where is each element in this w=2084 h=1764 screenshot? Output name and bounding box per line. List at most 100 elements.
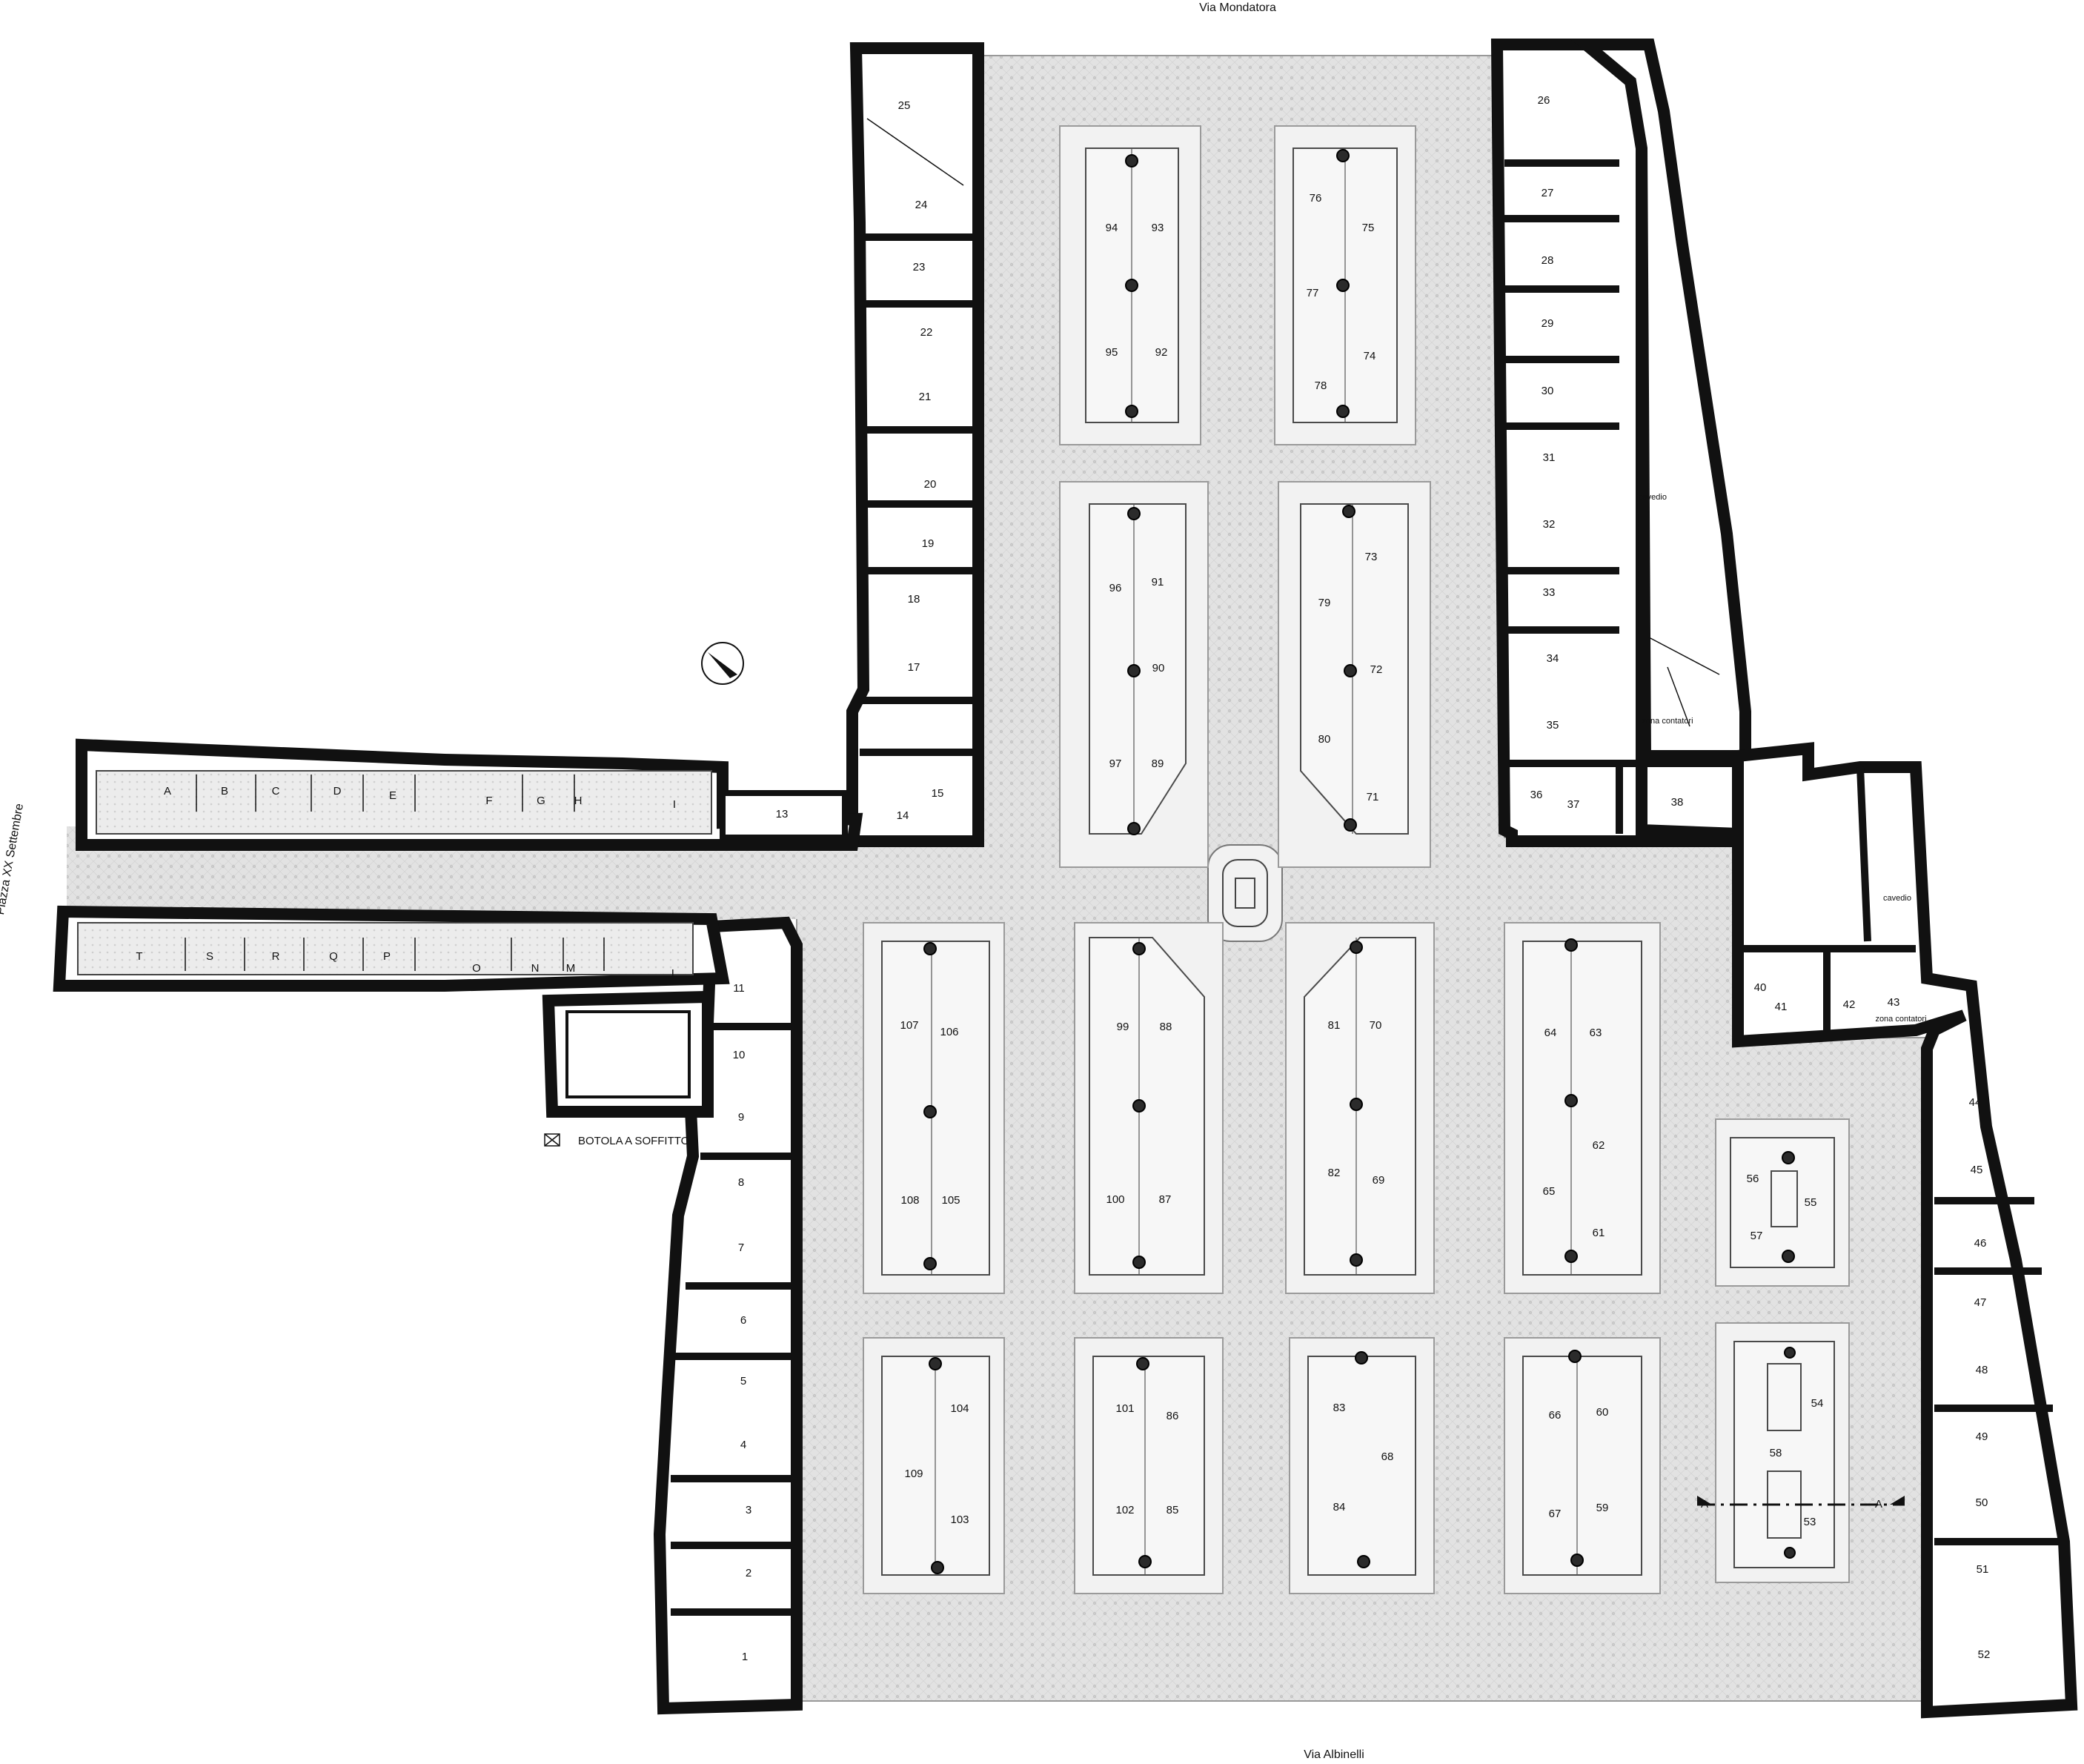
room-label: 2 xyxy=(746,1567,751,1579)
west-corridor xyxy=(53,738,863,992)
room-label: 10 xyxy=(733,1049,746,1061)
stall-number: 105 xyxy=(941,1194,960,1207)
stall-number: 88 xyxy=(1160,1021,1172,1033)
room-label: 47 xyxy=(1974,1296,1987,1309)
room-label: 7 xyxy=(738,1241,744,1254)
room-label: 51 xyxy=(1977,1563,1989,1576)
stall-number: 90 xyxy=(1152,662,1165,674)
room-labels-north: 13 14 15 17 18 19 20 21 22 23 24 25 xyxy=(776,99,944,822)
stall-letter: F xyxy=(485,795,492,807)
stall-letter: C xyxy=(272,785,280,798)
stall-number: 83 xyxy=(1333,1402,1346,1414)
section-marker-right: A xyxy=(1875,1498,1882,1511)
stall-pad xyxy=(1059,481,1209,868)
stall-number: 87 xyxy=(1159,1193,1172,1206)
room-label: 35 xyxy=(1547,719,1559,732)
room-label: 21 xyxy=(919,391,932,403)
stall-number: 55 xyxy=(1805,1196,1817,1209)
annex xyxy=(542,990,714,1118)
stall-number: 86 xyxy=(1167,1410,1179,1422)
room-label: 38 xyxy=(1671,796,1684,809)
room-label: 11 xyxy=(733,982,745,995)
stall-number: 100 xyxy=(1106,1193,1124,1206)
room-label: 44 xyxy=(1969,1096,1982,1109)
stall-letter: Q xyxy=(329,950,338,963)
zona-contatori-label: zona contatori xyxy=(1642,717,1693,726)
street-south: Via Albinelli xyxy=(1304,1748,1364,1761)
room-label: 8 xyxy=(738,1176,744,1189)
room-label: 36 xyxy=(1530,789,1543,801)
room-label: 18 xyxy=(908,593,920,606)
stall-number: 60 xyxy=(1596,1406,1609,1419)
stall-pad xyxy=(1504,1337,1661,1594)
stall-number: 76 xyxy=(1310,192,1322,205)
room-label: 30 xyxy=(1542,385,1554,397)
stall-number: 80 xyxy=(1318,733,1331,746)
stall-pad xyxy=(1289,1337,1435,1594)
stall-number: 58 xyxy=(1770,1447,1782,1459)
stall-number: 68 xyxy=(1381,1450,1394,1463)
room-label: 41 xyxy=(1775,1001,1788,1013)
room-label: 17 xyxy=(908,661,920,674)
north-arrow-icon xyxy=(701,642,744,685)
room-label: 43 xyxy=(1888,996,1900,1009)
stall-number: 93 xyxy=(1152,222,1164,234)
stall-letter: B xyxy=(221,785,228,798)
room-labels-east: 26 27 28 29 30 31 32 33 34 35 36 37 38 xyxy=(1530,94,1684,811)
stall-number: 102 xyxy=(1115,1504,1134,1516)
room-label: 5 xyxy=(740,1375,746,1387)
stall-pad xyxy=(1715,1118,1850,1287)
zona-contatori-label: zona contatori xyxy=(1875,1015,1926,1024)
room-label: 19 xyxy=(922,537,935,550)
stall-number: 74 xyxy=(1364,350,1376,362)
stall-letter: H xyxy=(574,795,583,807)
central-fountain xyxy=(1207,844,1283,942)
room-label: 15 xyxy=(932,787,944,800)
stall-letter: N xyxy=(531,962,540,975)
stall-number: 103 xyxy=(950,1513,969,1526)
stall-number: 75 xyxy=(1362,222,1375,234)
stall-letter: I xyxy=(673,798,676,811)
southeast-wing xyxy=(1732,742,2078,1719)
stall-number: 108 xyxy=(900,1194,919,1207)
room-label: 32 xyxy=(1543,518,1556,531)
room-label: 22 xyxy=(920,326,933,339)
stall-number: 101 xyxy=(1115,1402,1134,1415)
room-label: 25 xyxy=(898,99,911,112)
room-labels-west: 1 2 3 4 5 6 7 8 9 10 11 xyxy=(733,982,752,1663)
legend-hatch-label: BOTOLA A SOFFITTO xyxy=(578,1135,689,1147)
room-label: 14 xyxy=(897,809,909,822)
stall-number: 65 xyxy=(1543,1185,1556,1198)
section-line xyxy=(1697,1496,1905,1506)
room-label: 42 xyxy=(1843,998,1856,1011)
cavedio-label: cavedio xyxy=(1883,894,1911,903)
stall-number: 106 xyxy=(940,1026,958,1038)
stall-letter: O xyxy=(472,962,481,975)
stall-number: 97 xyxy=(1109,757,1122,770)
room-label: 33 xyxy=(1543,586,1556,599)
room-label: 27 xyxy=(1542,187,1554,199)
stall-letter: E xyxy=(389,789,396,802)
stall-number: 109 xyxy=(904,1468,923,1480)
room-label: 52 xyxy=(1978,1648,1991,1661)
room-label: 23 xyxy=(913,261,926,273)
room-label: 24 xyxy=(915,199,928,211)
room-label: 46 xyxy=(1974,1237,1987,1250)
stall-letter: G xyxy=(537,795,545,807)
stall-number: 59 xyxy=(1596,1502,1609,1514)
room-label: 49 xyxy=(1976,1430,1988,1443)
stall-pad xyxy=(1074,1337,1224,1594)
room-label: 40 xyxy=(1754,981,1767,994)
stall-pad xyxy=(1274,125,1416,445)
stall-pad xyxy=(1059,125,1201,445)
stall-number: 61 xyxy=(1593,1227,1605,1239)
room-label: 48 xyxy=(1976,1364,1988,1376)
stall-number: 73 xyxy=(1365,551,1378,563)
stall-letter: S xyxy=(206,950,213,963)
stall-number: 57 xyxy=(1751,1230,1763,1242)
street-north: Via Mondatora xyxy=(1199,1,1276,14)
room-label: 3 xyxy=(746,1504,751,1516)
room-label: 31 xyxy=(1543,451,1556,464)
stall-number: 77 xyxy=(1307,287,1319,299)
